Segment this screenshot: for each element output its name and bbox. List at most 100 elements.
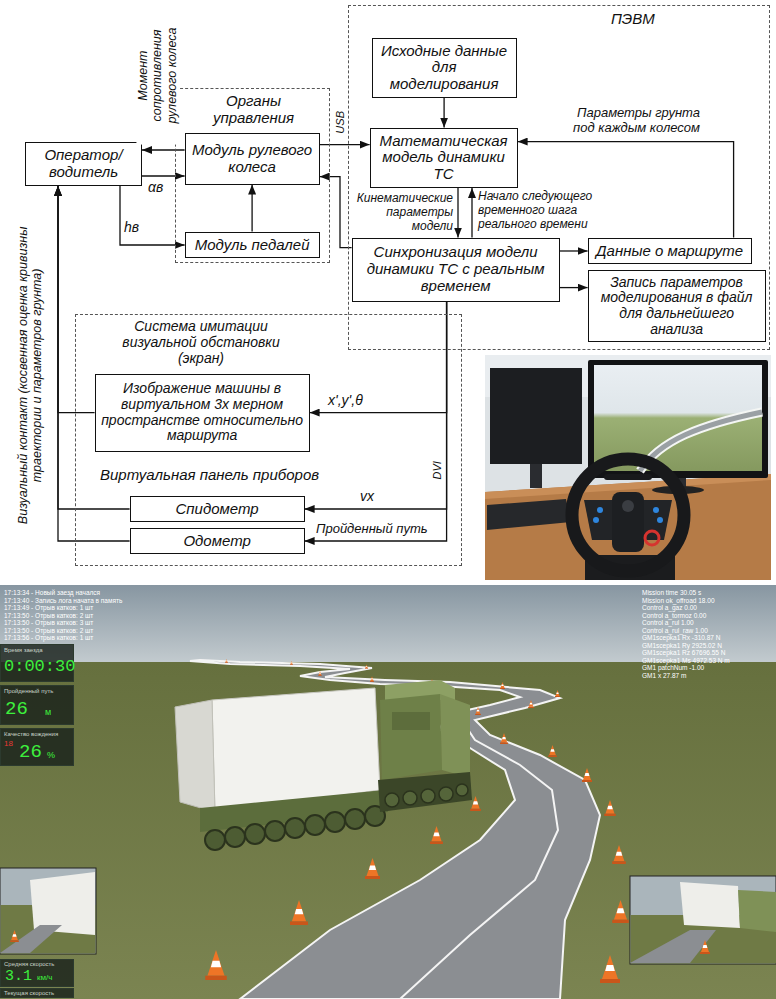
tracked-truck (392, 712, 430, 730)
hud-readout: GM1scepka1 Ms 4972.53 N m (642, 657, 774, 664)
hud-readout: GM1scepka1 Rz 67696.55 N (642, 649, 774, 656)
traffic-cones (430, 716, 437, 726)
edge-label: Момент сопротивления рулевого колеса (136, 6, 179, 144)
hud-text: 26 (5, 699, 28, 720)
hud-text: Средняя скорость (4, 961, 54, 968)
tracked-truck (385, 680, 455, 700)
process-box: Синхронизация модели динамики ТС с реаль… (352, 238, 560, 302)
hud-panel: Пройденный путь26м (0, 685, 74, 725)
tracked-truck (175, 700, 215, 812)
mirror-view-left (0, 925, 62, 953)
tracked-truck (212, 688, 380, 812)
connector (58, 186, 130, 541)
hud-text: 0:00:30 (4, 658, 75, 677)
hud-readout: GM1 patchNum -1.00 (642, 664, 774, 671)
process-box: Модуль рулевого колеса (185, 133, 320, 185)
tracked-truck (205, 830, 225, 850)
box-text: Запись параметров моделирования в файл д… (594, 275, 760, 338)
connector (58, 186, 130, 509)
edge-label: hв (124, 219, 154, 235)
connector (457, 188, 458, 238)
lab-photo (487, 499, 571, 530)
mirror-view-right (700, 940, 710, 954)
lab-photo (657, 517, 663, 523)
connector (471, 188, 472, 238)
hud-readout: 17:13:56 - Отрыв катков: 1 шт (4, 634, 304, 641)
group-frame: Органы управленияМодуль рулевого колесаМ… (175, 88, 330, 263)
tracked-truck (439, 787, 453, 801)
connector (560, 287, 588, 288)
traffic-cones (365, 664, 368, 668)
connector (560, 250, 588, 251)
connector (58, 186, 95, 413)
mirror-view-left (1, 905, 96, 954)
lab-photo (622, 500, 634, 512)
diagram-label: DVI (431, 455, 444, 485)
edge-label: x',y',θ (328, 392, 408, 408)
traffic-cones (205, 950, 226, 980)
mirror-view-right (630, 876, 776, 964)
hud-readout: GM1scepka1 Rx -310.87 N (642, 634, 774, 641)
hud-readout: Control a_rul 1.00 (642, 619, 774, 626)
tracked-truck (285, 818, 305, 838)
hud-readout: Control a_rul_raw 1.00 (642, 627, 774, 634)
hud-text: м (45, 708, 51, 718)
group-title: Органы управления (201, 92, 306, 127)
tracked-truck (305, 815, 325, 835)
hud-readout: 17:13:50 - Отрыв катков: 3 шт (4, 619, 304, 626)
process-box: Исходные данные для моделирования (372, 38, 517, 98)
tracked-truck (385, 793, 399, 807)
simulator-screenshot (0, 662, 776, 999)
box-text: Данные о маршруте (596, 243, 743, 260)
hud-text: 26 (19, 742, 42, 763)
hud-text: Качество вождения (4, 731, 58, 738)
lab-photo (652, 486, 704, 494)
edge-label: Пройденный путь (316, 522, 442, 537)
box-text: Модуль педалей (195, 237, 310, 254)
tracked-truck (225, 827, 245, 847)
traffic-cones (290, 661, 293, 665)
mirror-view-right (680, 882, 740, 928)
group-title: Система имитации визуальной обстановки (… (106, 318, 296, 366)
edge-label: Кинематические параметры модели (351, 192, 453, 233)
hud-text: 3.1 (5, 969, 32, 986)
mirror-view-right (631, 915, 776, 964)
box-text: Оператор/ водитель (31, 147, 136, 181)
hud-panel: Качество вождения1826% (0, 728, 74, 766)
traffic-cones (475, 707, 481, 715)
hud-readout: 17:13:34 - Новый заезд начался (4, 589, 304, 596)
hud-readout: Control a_gaz 0.00 (642, 604, 774, 611)
connector (443, 98, 444, 128)
hud-panel: Время заезда 0:00:30 (0, 644, 74, 682)
lab-photo (572, 459, 684, 571)
traffic-cones (370, 676, 374, 682)
box-text: Модуль рулевого колеса (191, 142, 314, 176)
lab-photo (485, 474, 771, 499)
traffic-cones (548, 745, 557, 757)
lab-photo (585, 555, 675, 580)
mirror-view-right (630, 876, 776, 964)
traffic-cones (555, 690, 560, 697)
hud-text: % (47, 751, 55, 761)
hud-text: км/ч (37, 974, 52, 983)
diagram-label: USB (334, 107, 347, 137)
mirror-view-left (30, 872, 95, 935)
lab-photo (612, 492, 644, 552)
connector (320, 144, 370, 145)
lab-photo (604, 474, 652, 480)
edge-label: Визуальный контакт (косвенная оценка кри… (16, 195, 45, 555)
simulator-screenshot (0, 585, 776, 999)
process-box: Одометр (130, 528, 305, 555)
mirror-view-right (630, 930, 716, 963)
connector (251, 185, 252, 232)
simulator-screenshot (0, 585, 776, 663)
hud-text: Время заезда (4, 647, 42, 654)
traffic-cones (430, 826, 443, 844)
traffic-cones (470, 796, 481, 811)
lab-photo (485, 355, 771, 580)
group-frame: ПЭВМИсходные данные для моделированияМат… (348, 5, 770, 350)
traffic-cones (365, 858, 380, 879)
hud-panel: Средняя скорость3.1 км/ч (0, 959, 74, 987)
mirror-view-left (0, 868, 96, 954)
mirror-view-left (10, 930, 19, 942)
